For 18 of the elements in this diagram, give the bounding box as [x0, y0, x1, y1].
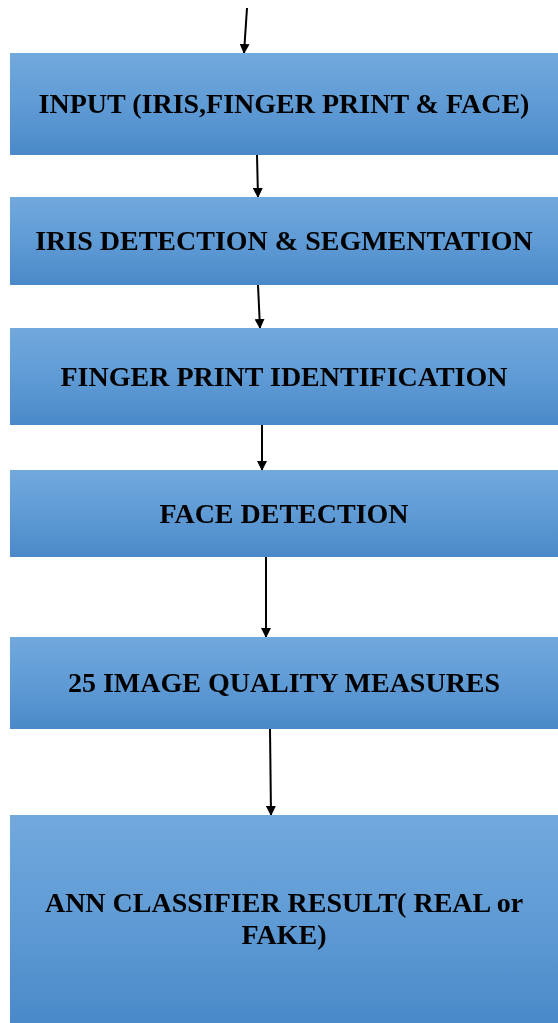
box-label: IRIS DETECTION & SEGMENTATION — [35, 225, 533, 257]
arrow — [257, 424, 267, 471]
arrow — [261, 556, 271, 638]
arrow — [239, 7, 250, 54]
box-label: INPUT (IRIS,FINGER PRINT & FACE) — [38, 88, 530, 120]
box-label: ANN CLASSIFIER RESULT( REAL or FAKE) — [43, 887, 525, 951]
process-box — [10, 637, 558, 729]
box-label: 25 IMAGE QUALITY MEASURES — [67, 667, 501, 699]
process-box — [10, 328, 558, 425]
arrow — [265, 728, 276, 816]
process-box — [10, 53, 558, 155]
arrow — [254, 284, 265, 329]
process-box — [10, 197, 558, 285]
box-label: FACE DETECTION — [159, 497, 409, 530]
process-box — [10, 470, 558, 557]
arrow — [252, 154, 263, 198]
process-box — [10, 815, 558, 1023]
box-label: FINGER PRINT IDENTIFICATION — [60, 360, 508, 393]
